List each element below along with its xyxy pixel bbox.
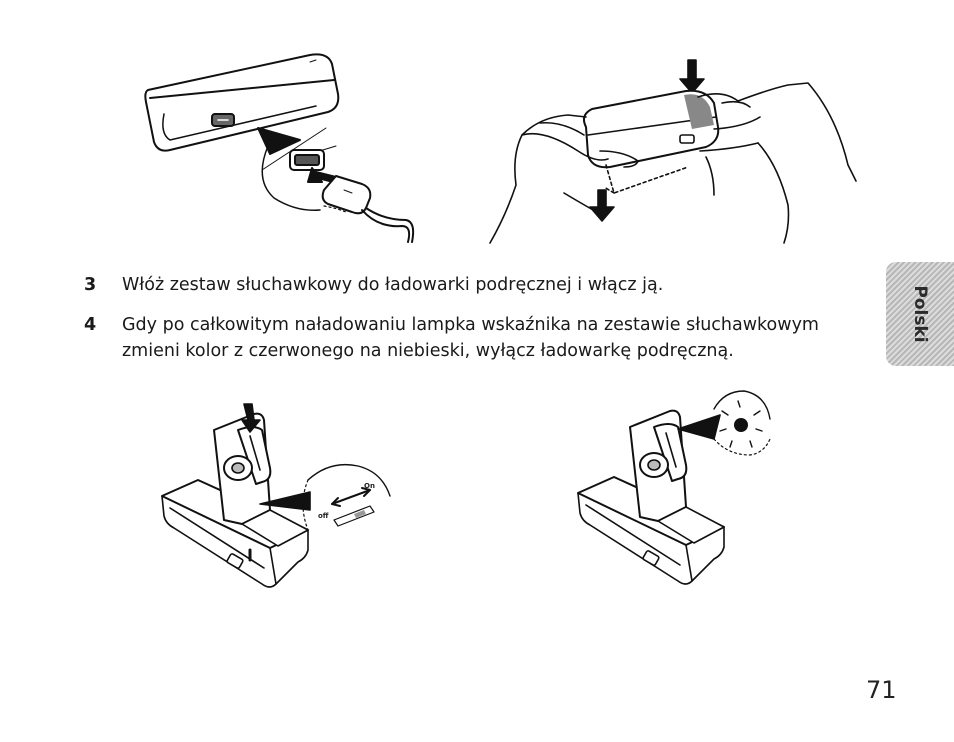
switch-on-label: On: [364, 482, 375, 490]
step-4-text: Gdy po całkowitym naładowaniu lampka wsk…: [122, 315, 819, 361]
headset-indicator-light-illustration: [574, 385, 774, 600]
language-tab-label: Polski: [910, 285, 930, 343]
page-number: 71: [866, 676, 897, 704]
step-3-text: Włóż zestaw słuchawkowy do ładowarki pod…: [122, 275, 664, 295]
hands-open-charger-illustration: [488, 55, 868, 245]
indicator-light-icon: [734, 418, 748, 432]
switch-off-label: off: [318, 512, 329, 520]
language-tab: Polski: [886, 262, 954, 366]
step-3-number: 3: [84, 275, 97, 295]
step-4-number: 4: [84, 315, 97, 335]
charger-usb-illustration: [140, 50, 430, 250]
headset-in-charger-switch-illustration: On off: [158, 400, 398, 600]
